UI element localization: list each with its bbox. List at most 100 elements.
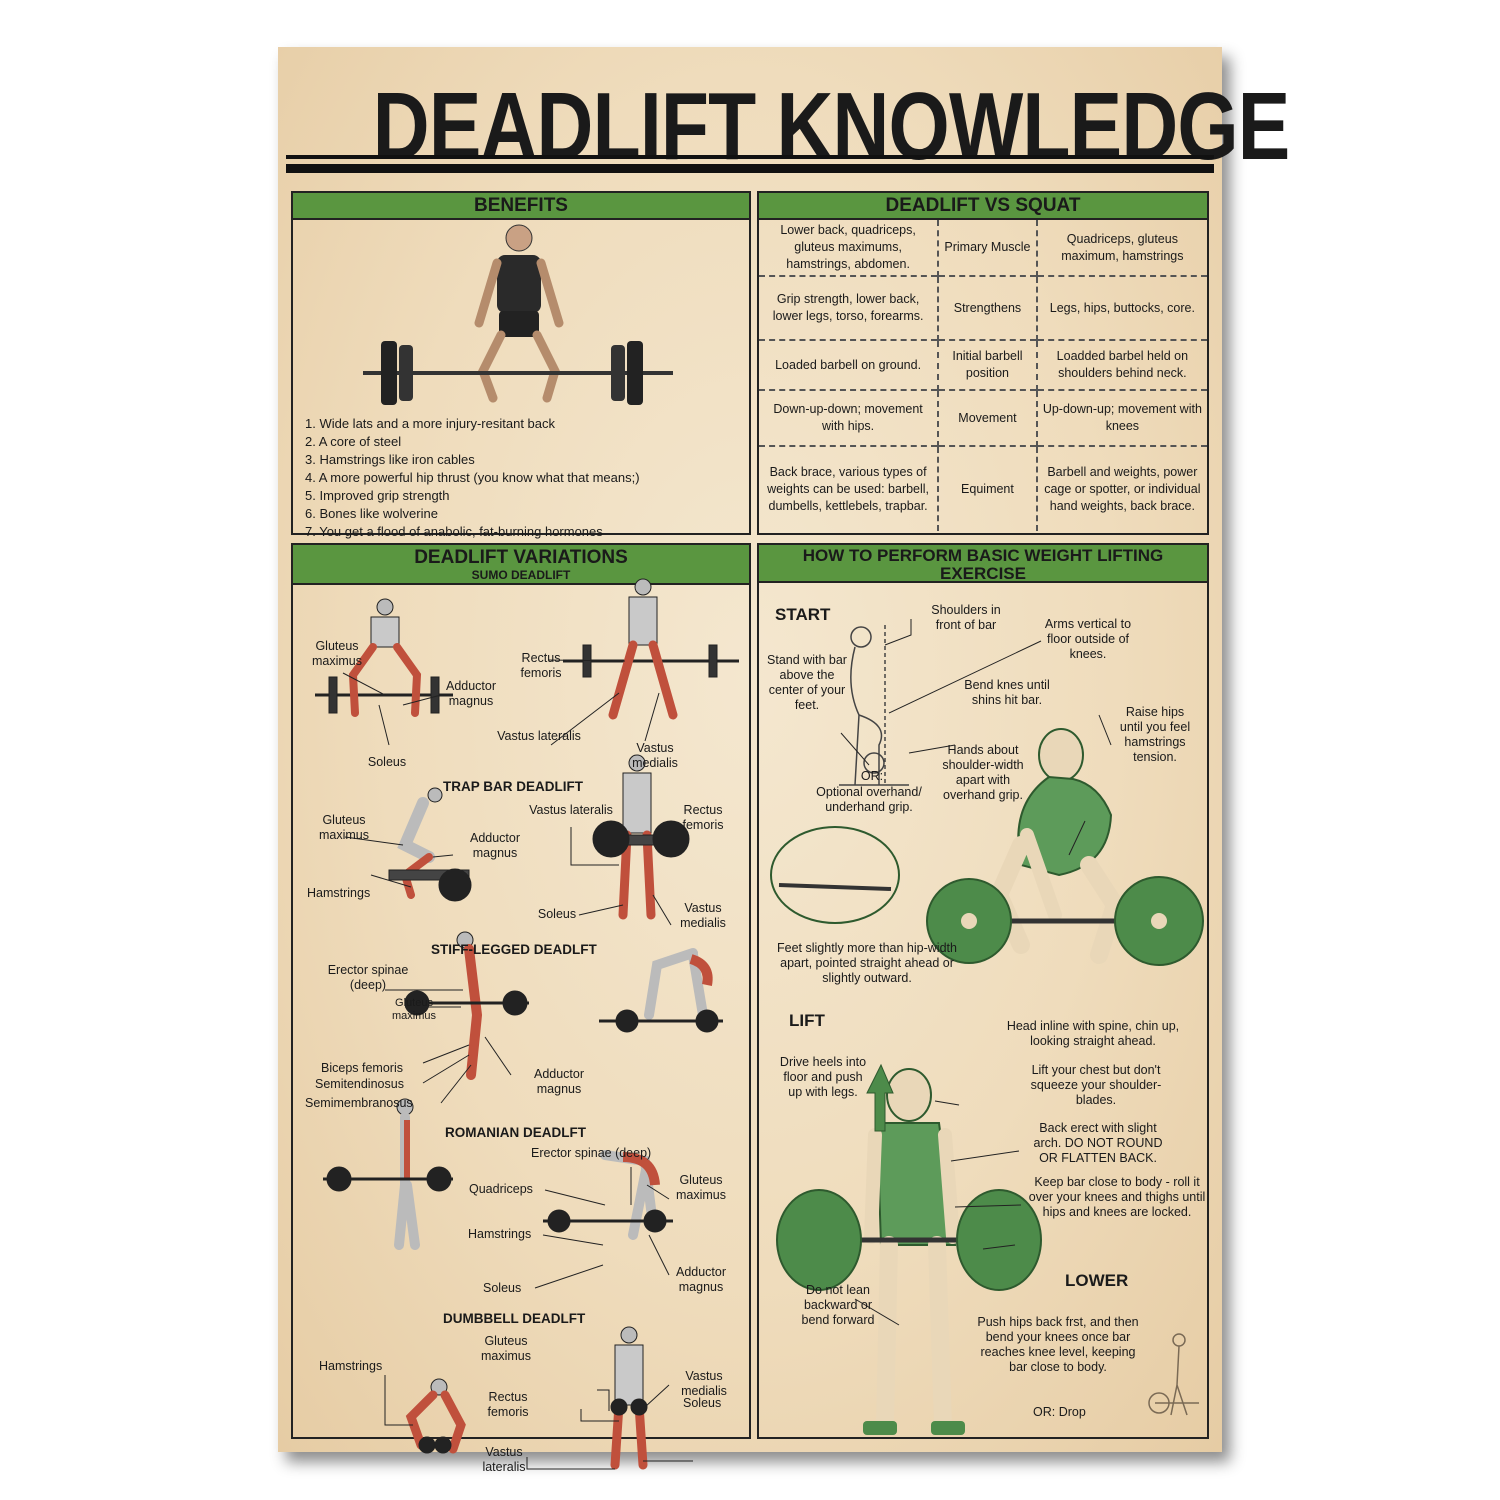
variations-illustrations xyxy=(315,578,739,1470)
table-row: Grip strength, lower back, lower legs, t… xyxy=(759,275,1207,340)
dumbbell-label-soleus: Soleus xyxy=(683,1396,722,1410)
lower-label-drop: OR: Drop xyxy=(1033,1405,1086,1419)
variations-title: DEADLIFT VARIATIONS xyxy=(414,547,628,568)
howto-header: HOW TO PERFORM BASIC WEIGHT LIFTING EXER… xyxy=(759,545,1207,583)
table-cell: Loaded barbell on ground. xyxy=(759,339,939,390)
table-cell: Strengthens xyxy=(937,275,1037,340)
variations-panel: DEADLIFT VARIATIONS SUMO DEADLIFT xyxy=(291,543,751,1474)
table-row: Down-up-down; movement with hips. Moveme… xyxy=(759,389,1207,446)
lower-heading: LOWER xyxy=(1065,1271,1129,1290)
vs-table: Lower back, quadriceps, gluteus maximums… xyxy=(759,220,1207,531)
table-cell: Up-down-up; movement with knees xyxy=(1035,389,1207,446)
stiff-label-biceps: Biceps femoris xyxy=(321,1061,403,1075)
romanian-label-gluteus: Gluteus maximus xyxy=(675,1173,726,1202)
table-row: Back brace, various types of weights can… xyxy=(759,445,1207,531)
sumo-label-rectus: Rectus femoris xyxy=(520,651,562,680)
stiff-label-semitendinosus: Semitendinosus xyxy=(315,1077,404,1091)
table-cell: Quadriceps, gluteus maximum, hamstrings xyxy=(1035,220,1207,276)
table-cell: Grip strength, lower back, lower legs, t… xyxy=(759,275,939,340)
trap-title: TRAP BAR DEADLIFT xyxy=(443,779,583,794)
benefits-list: 1. Wide lats and a more injury-resitant … xyxy=(305,415,745,541)
howto-illustrations xyxy=(770,619,1204,1435)
lift-label-head: Head inline with spine, chin up, looking… xyxy=(1006,1019,1180,1048)
stiff-title: STIFF-LEGGED DEADLFT xyxy=(431,942,597,957)
lift-label-lean: Do not lean backward or bend forward xyxy=(801,1283,875,1327)
dumbbell-title: DUMBBELL DEADLFT xyxy=(443,1311,586,1326)
sumo-label-gluteus: Gluteus maximus xyxy=(311,639,362,668)
start-label-raise: Raise hips until you feel hamstrings ten… xyxy=(1119,705,1191,764)
stiff-label-semimembranosus: Semimembranosus xyxy=(305,1096,413,1110)
romanian-label-adductor: Adductor magnus xyxy=(675,1265,727,1294)
start-label-optional: Optional overhand/ underhand grip. xyxy=(816,785,922,814)
table-cell: Equiment xyxy=(937,445,1037,531)
vs-panel: DEADLIFT VS SQUAT Lower back, quadriceps… xyxy=(757,191,1209,535)
list-item: 1. Wide lats and a more injury-resitant … xyxy=(305,416,555,431)
start-label-hands: Hands about shoulder-width apart with ov… xyxy=(942,743,1024,802)
dumbbell-label-vastus-lateralis: Vastus lateralis xyxy=(482,1445,526,1474)
start-label-or: OR: xyxy=(860,769,884,783)
table-cell: Movement xyxy=(937,389,1037,446)
stiff-label-adductor: Adductor magnus xyxy=(533,1067,585,1096)
start-heading: START xyxy=(775,605,831,624)
table-cell: Down-up-down; movement with hips. xyxy=(759,389,939,446)
title-rule-top xyxy=(286,155,1214,159)
start-label-stand: Stand with bar above the center of your … xyxy=(767,653,847,712)
table-row: Loaded barbell on ground. Initial barbel… xyxy=(759,339,1207,390)
sumo-label-vastus-medialis: Vastus medialis xyxy=(632,741,678,770)
trap-label-rectus: Rectus femoris xyxy=(682,803,724,832)
list-item: 2. A core of steel xyxy=(305,434,402,449)
list-item: 7. You get a flood of anabolic, fat-burn… xyxy=(305,524,603,539)
dumbbell-label-rectus: Rectus femoris xyxy=(487,1390,529,1419)
sumo-title: SUMO DEADLIFT xyxy=(471,568,571,582)
lift-label-keep: Keep bar close to body - roll it over yo… xyxy=(1028,1175,1206,1219)
dumbbell-label-gluteus: Gluteus maximus xyxy=(480,1334,531,1363)
vs-header: DEADLIFT VS SQUAT xyxy=(759,193,1207,220)
list-item: 4. A more powerful hip thrust (you know … xyxy=(305,470,640,485)
dumbbell-label-vastus-medialis: Vastus medialis xyxy=(681,1369,727,1398)
lift-label-drive: Drive heels into floor and push up with … xyxy=(779,1055,867,1099)
romanian-label-erector: Erector spinae (deep) xyxy=(531,1146,652,1160)
variations-header: DEADLIFT VARIATIONS SUMO DEADLIFT xyxy=(293,545,749,585)
benefits-illustration xyxy=(363,224,673,405)
list-item: 5. Improved grip strength xyxy=(305,488,450,503)
benefits-header: BENEFITS xyxy=(293,193,749,220)
romanian-title: ROMANIAN DEADLFT xyxy=(445,1125,586,1140)
start-label-feet: Feet slightly more than hip-width apart,… xyxy=(777,941,957,985)
table-cell: Lower back, quadriceps, gluteus maximums… xyxy=(780,223,916,271)
trap-label-gluteus: Gluteus maximus xyxy=(318,813,369,842)
poster: DEADLIFT KNOWLEDGE BENEFITS 1. Wide lats… xyxy=(278,47,1291,1474)
start-label-bend: Bend knes until shins hit bar. xyxy=(964,678,1050,707)
howto-panel: HOW TO PERFORM BASIC WEIGHT LIFTING EXER… xyxy=(757,543,1209,1439)
page-title: DEADLIFT KNOWLEDGE xyxy=(372,73,1291,180)
start-label-shoulders: Shoulders in front of bar xyxy=(931,603,1001,632)
romanian-label-hamstrings: Hamstrings xyxy=(468,1227,532,1241)
lift-heading: LIFT xyxy=(789,1011,825,1030)
lower-label-push: Push hips back frst, and then bend your … xyxy=(977,1315,1139,1374)
list-item: 6. Bones like wolverine xyxy=(305,506,438,521)
table-cell: Back brace, various types of weights can… xyxy=(759,445,939,531)
lift-label-back: Back erect with slight arch. DO NOT ROUN… xyxy=(1033,1121,1163,1165)
vs-table-wrap: Lower back, quadriceps, gluteus maximums… xyxy=(759,220,1207,531)
sumo-label-adductor: Adductor magnus xyxy=(445,679,497,708)
list-item: 3. Hamstrings like iron cables xyxy=(305,452,475,467)
trap-label-vastus-medialis: Vastus medialis xyxy=(680,901,726,930)
trap-label-soleus: Soleus xyxy=(537,907,577,921)
table-cell: Primary Muscle xyxy=(937,220,1037,276)
table-row: Lower back, quadriceps, gluteus maximums… xyxy=(759,220,1207,276)
trap-label-hamstrings: Hamstrings xyxy=(307,886,371,900)
romanian-label-quadriceps: Quadriceps xyxy=(469,1182,533,1196)
start-label-arms: Arms vertical to floor outside of knees. xyxy=(1044,617,1132,661)
stiff-label-gluteus: Gluteus maximus xyxy=(391,997,436,1022)
trap-label-adductor: Adductor magnus xyxy=(469,831,521,860)
trap-label-vastus-lateralis: Vastus lateralis xyxy=(529,803,613,817)
sumo-label-soleus: Soleus xyxy=(367,755,407,769)
title-rule-bottom xyxy=(286,164,1214,173)
romanian-label-soleus: Soleus xyxy=(483,1281,522,1295)
lift-label-chest: Lift your chest but don't squeeze your s… xyxy=(1030,1063,1162,1107)
table-cell: Barbell and weights, power cage or spott… xyxy=(1035,445,1207,531)
dumbbell-label-hamstrings: Hamstrings xyxy=(319,1359,383,1373)
benefits-panel: BENEFITS 1. Wide lats and a more injury-… xyxy=(291,191,751,539)
table-cell: Initial barbell position xyxy=(937,339,1037,390)
stiff-label-erector: Erector spinae (deep) xyxy=(327,963,409,992)
sumo-label-vastus-lateralis: Vastus lateralis xyxy=(497,729,581,743)
